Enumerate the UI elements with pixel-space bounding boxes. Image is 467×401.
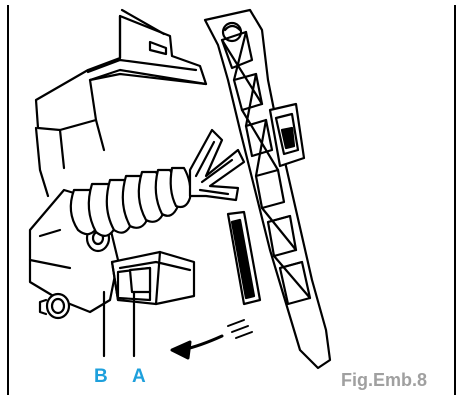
label-a: A [132,366,146,387]
upper-bracket [34,14,208,198]
motion-hatch [227,319,253,339]
figure-frame [7,5,456,395]
pedal-arm [203,8,332,370]
spring-end-fitting [188,128,246,202]
direction-arrow [170,334,224,360]
pedal-clip [268,102,306,168]
figure-caption: Fig.Emb.8 [341,370,428,390]
switch-body [110,250,196,306]
leader-line [120,8,166,36]
label-b: B [94,366,108,387]
pedal-slot [226,210,262,306]
return-spring [69,166,192,237]
bolt [38,292,71,320]
